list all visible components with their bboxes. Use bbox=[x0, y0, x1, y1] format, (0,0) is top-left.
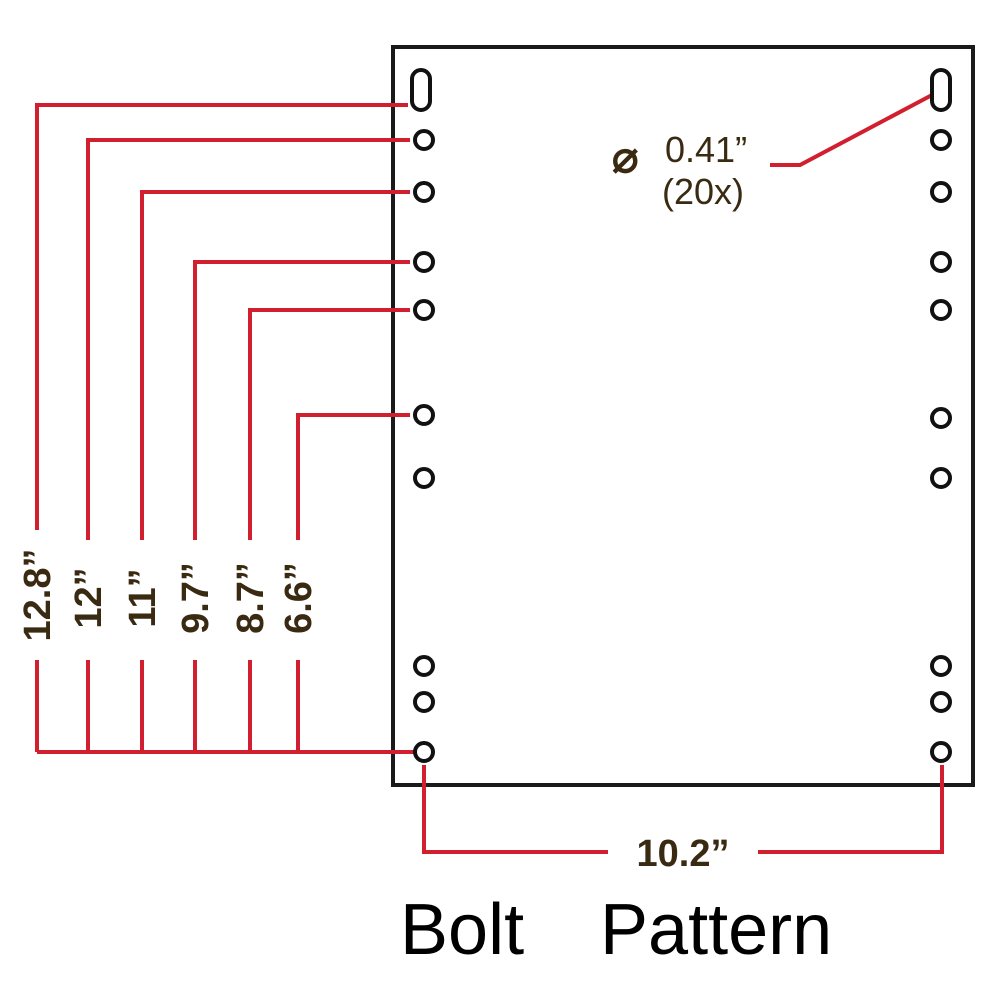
bolt-hole bbox=[930, 129, 952, 151]
bolt-hole bbox=[930, 299, 952, 321]
dim-line-9-7-top bbox=[193, 260, 410, 540]
bolt-hole bbox=[413, 299, 435, 321]
callout-leader bbox=[770, 93, 933, 167]
bolt-hole bbox=[930, 251, 952, 273]
bolt-hole bbox=[930, 741, 952, 763]
dim-label-12: 12” bbox=[68, 567, 110, 628]
dim-label-9-7: 9.7” bbox=[175, 562, 217, 634]
bolt-hole bbox=[930, 407, 952, 429]
slot-hole-right bbox=[930, 68, 952, 112]
bolt-hole bbox=[413, 404, 435, 426]
dim-line-12-top bbox=[86, 138, 410, 540]
width-dimension-lines bbox=[422, 765, 944, 854]
bolt-hole bbox=[413, 655, 435, 677]
bolt-hole bbox=[413, 129, 435, 151]
bolt-hole bbox=[413, 181, 435, 203]
bolt-hole bbox=[413, 467, 435, 489]
bolt-hole bbox=[413, 741, 435, 763]
dim-label-8-7: 8.7” bbox=[230, 562, 272, 634]
dim-line-6-6-top bbox=[296, 413, 410, 540]
left-hole-column bbox=[410, 68, 435, 763]
dim-line-8-7-top bbox=[248, 308, 410, 540]
slot-hole-left bbox=[410, 68, 432, 112]
diameter-value: 0.41” bbox=[665, 129, 747, 170]
width-dim-right bbox=[758, 765, 944, 854]
hole-count: (20x) bbox=[662, 171, 744, 212]
bolt-hole bbox=[930, 691, 952, 713]
bolt-hole bbox=[413, 251, 435, 273]
vertical-dimension-lines bbox=[35, 103, 425, 754]
width-dim-left bbox=[422, 765, 608, 854]
dim-line-11-top bbox=[140, 190, 410, 540]
bolt-hole bbox=[930, 181, 952, 203]
caption: Bolt Pattern bbox=[0, 880, 1000, 980]
plate-outline bbox=[391, 45, 975, 787]
dim-label-12-8: 12.8” bbox=[17, 549, 59, 642]
dim-line-12-8-top bbox=[35, 103, 408, 530]
bolt-hole bbox=[930, 467, 952, 489]
dim-label-11: 11” bbox=[122, 568, 164, 627]
caption-pattern: Pattern bbox=[600, 890, 833, 970]
bolt-hole bbox=[930, 655, 952, 677]
width-dim-label: 10.2” bbox=[637, 833, 730, 875]
bolt-hole bbox=[413, 691, 435, 713]
right-hole-column bbox=[930, 68, 952, 763]
dim-label-6-6: 6.6” bbox=[278, 562, 320, 634]
diameter-symbol: ⌀ bbox=[612, 133, 639, 182]
caption-bolt: Bolt bbox=[400, 890, 525, 970]
